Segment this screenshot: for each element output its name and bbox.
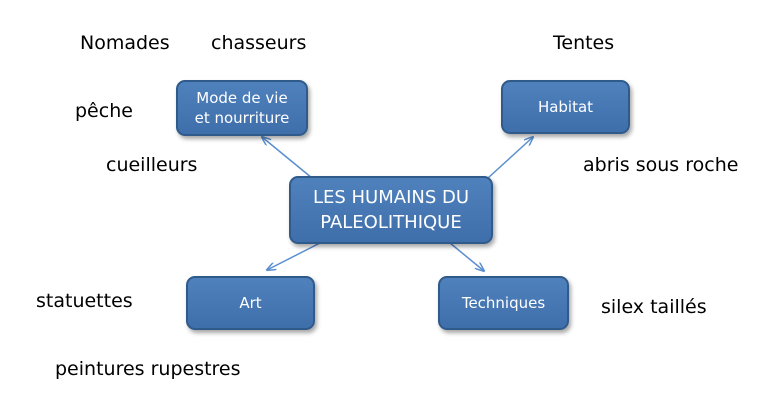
central-node: LES HUMAINS DU PALEOLITHIQUE: [289, 176, 493, 244]
word-peintures-rupestres: peintures rupestres: [55, 358, 241, 380]
techniques-node: Techniques: [438, 276, 569, 330]
central-node-label: LES HUMAINS DU PALEOLITHIQUE: [312, 187, 470, 233]
word-chasseurs: chasseurs: [211, 32, 307, 54]
arrow-to-art: [267, 242, 321, 270]
word-nomades: Nomades: [80, 32, 170, 54]
mode-de-vie-label: Mode de vie et nourriture: [194, 89, 290, 127]
arrow-to-techniques: [449, 242, 484, 271]
word-silex-tailles: silex taillés: [601, 296, 707, 318]
word-abris-sous-roche: abris sous roche: [583, 154, 739, 176]
word-peche: pêche: [75, 100, 133, 122]
art-node: Art: [186, 276, 315, 330]
habitat-node: Habitat: [501, 80, 630, 134]
techniques-label: Techniques: [461, 294, 546, 312]
habitat-label: Habitat: [537, 98, 594, 116]
art-label: Art: [239, 294, 262, 312]
arrow-to-mode-de-vie: [262, 137, 313, 179]
word-tentes: Tentes: [553, 32, 615, 54]
mode-de-vie-node: Mode de vie et nourriture: [176, 80, 308, 136]
arrow-to-habitat: [487, 137, 533, 179]
word-statuettes: statuettes: [36, 290, 133, 312]
word-cueilleurs: cueilleurs: [106, 154, 198, 176]
